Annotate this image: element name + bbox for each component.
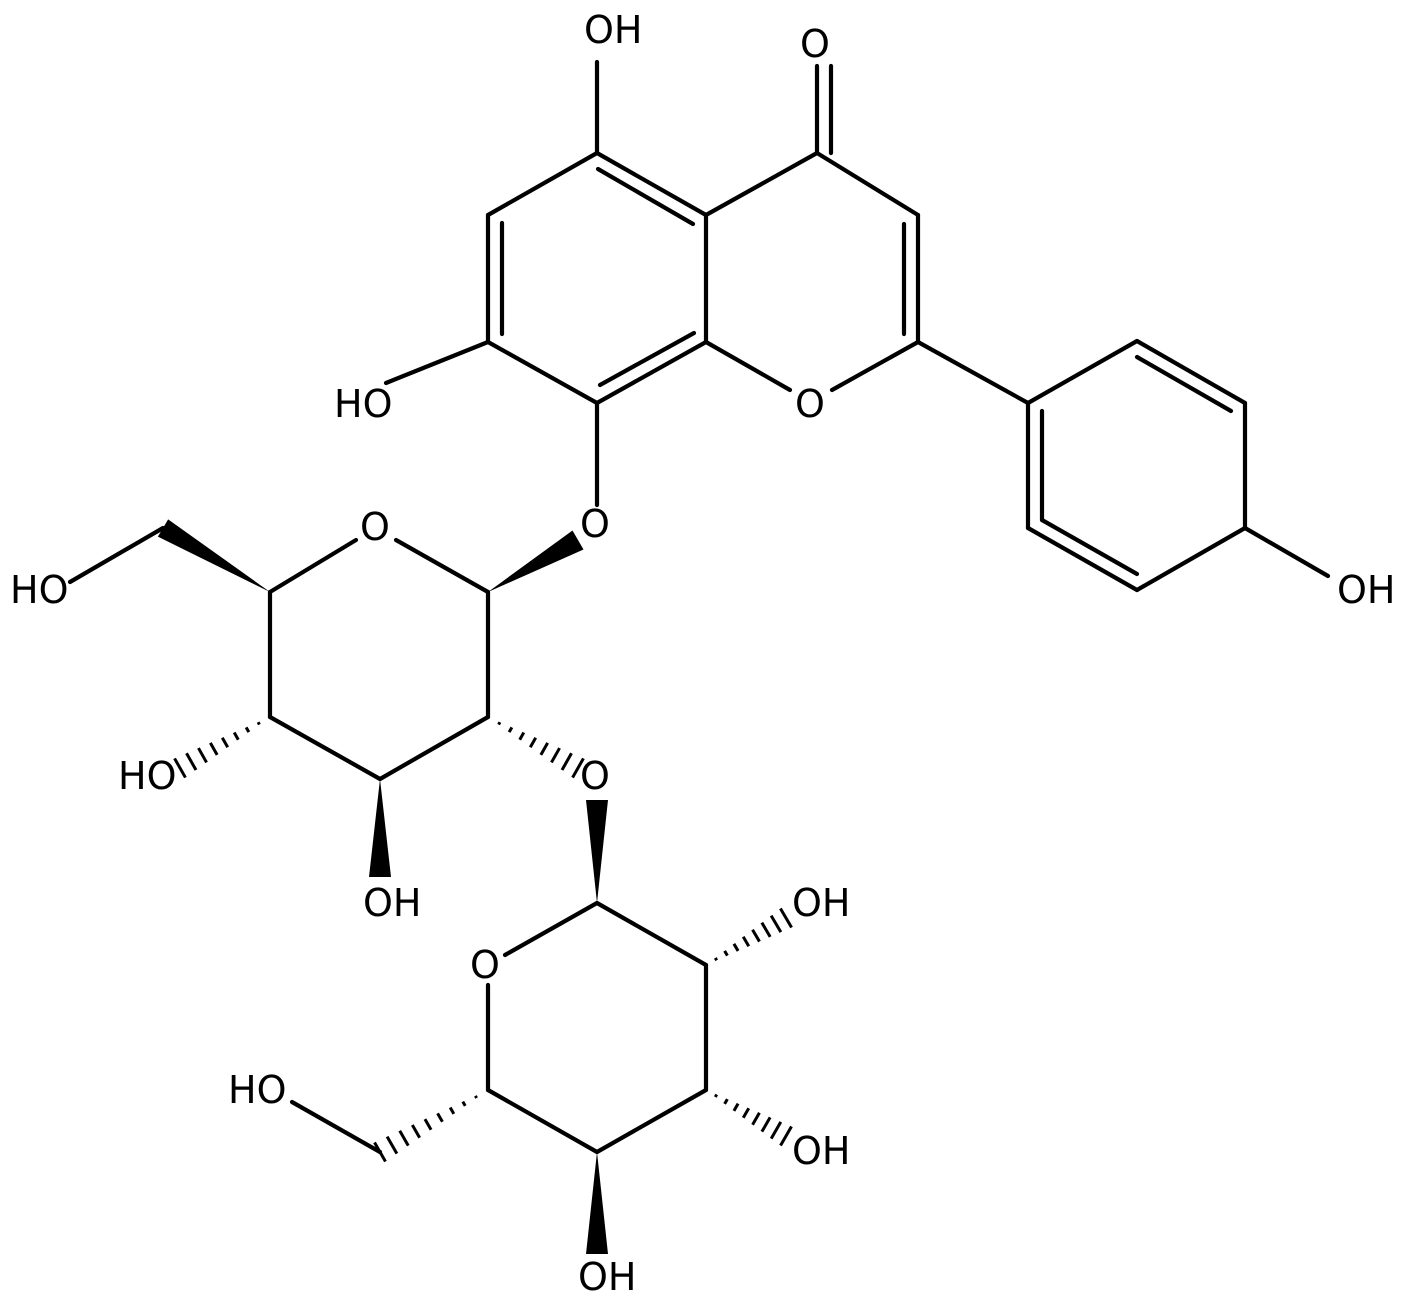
wedge-gal-c1-o (586, 800, 608, 903)
bond-c4a-c4 (703, 150, 820, 218)
wedge-anomeric-o (488, 530, 584, 592)
wedge-glc-c3-oh (369, 779, 391, 877)
bond-gal-c1-o5 (502, 900, 600, 958)
bond-glc-c1-o5 (393, 537, 491, 595)
bond-c8-c8a (594, 339, 709, 406)
bond-b2-b3 (1134, 338, 1248, 406)
atom-label-ho-glucose-ch2: HO (10, 568, 68, 612)
atom-label-oh-galactose-c2: OH (792, 881, 850, 925)
atom-label-interglycosidic-o: O (580, 754, 610, 798)
wedge-gal-c4-oh (586, 1152, 608, 1254)
atom-label-oh-phenol: OH (1337, 568, 1395, 612)
atom-label-oh-galactose-c4: OH (578, 1255, 636, 1299)
atom-label-oh-galactose-c3: OH (792, 1129, 850, 1173)
hash-gal-c5-c6 (373, 1095, 478, 1163)
bond-c4-c3 (814, 150, 921, 218)
bond-c7-c8 (485, 339, 600, 406)
bond-gal-c6-oh (289, 1099, 383, 1155)
bond-c2-o1 (829, 339, 921, 393)
atom-label-glycosidic-o: O (580, 502, 610, 546)
atom-label-galactose-ring-o: O (470, 943, 500, 987)
bond-c4a-c5 (594, 150, 709, 218)
bond-gal-c5-c4 (485, 1087, 600, 1155)
bond-glc-c6-oh (67, 525, 166, 585)
atom-label-oh-glucose-c3: OH (363, 881, 421, 925)
hash-gal-c2-oh (714, 907, 793, 962)
bond-gal-c4-c3 (594, 1087, 709, 1155)
bond-c4a-c5-inner (595, 166, 696, 227)
atom-label-glucose-ring-o: O (360, 505, 390, 549)
bond-b5-b6-inner (1039, 517, 1140, 577)
bond-o1-c8a (703, 339, 793, 393)
bond-gal-c2-c1 (594, 900, 709, 968)
atom-label-carbonyl-o: O (800, 22, 830, 66)
bond-c8-c8a-inner (597, 330, 697, 388)
bond-glc-o5-c5 (267, 537, 359, 595)
wedge-glc-c5-c6 (157, 519, 270, 592)
atom-label-oh-c5: OH (584, 8, 642, 52)
hash-gal-c3-oh (714, 1093, 793, 1147)
bond-b2-b3-inner (1134, 354, 1234, 414)
bond-b4-b5 (1134, 525, 1248, 593)
atom-label-ring-o: O (795, 382, 825, 426)
hash-glc-c2-o (497, 721, 585, 779)
atom-label-ho-glucose-c4: HO (118, 754, 176, 798)
hash-glc-c4-oh (173, 721, 261, 779)
bond-c2-c1prime (915, 339, 1031, 406)
bond-layer (67, 59, 1331, 1254)
bond-b4-oh (1242, 525, 1331, 579)
bond-glc-c4-c3 (267, 714, 383, 782)
bond-c7-oh (383, 339, 491, 386)
bond-b1-b2 (1025, 338, 1140, 406)
bond-glc-c3-c2 (377, 714, 491, 782)
bond-c5-c6 (485, 150, 600, 218)
bond-b5-b6 (1025, 525, 1140, 593)
atom-label-ho-galactose-ch2: HO (228, 1068, 286, 1112)
atom-label-ho-c7: HO (334, 382, 392, 426)
